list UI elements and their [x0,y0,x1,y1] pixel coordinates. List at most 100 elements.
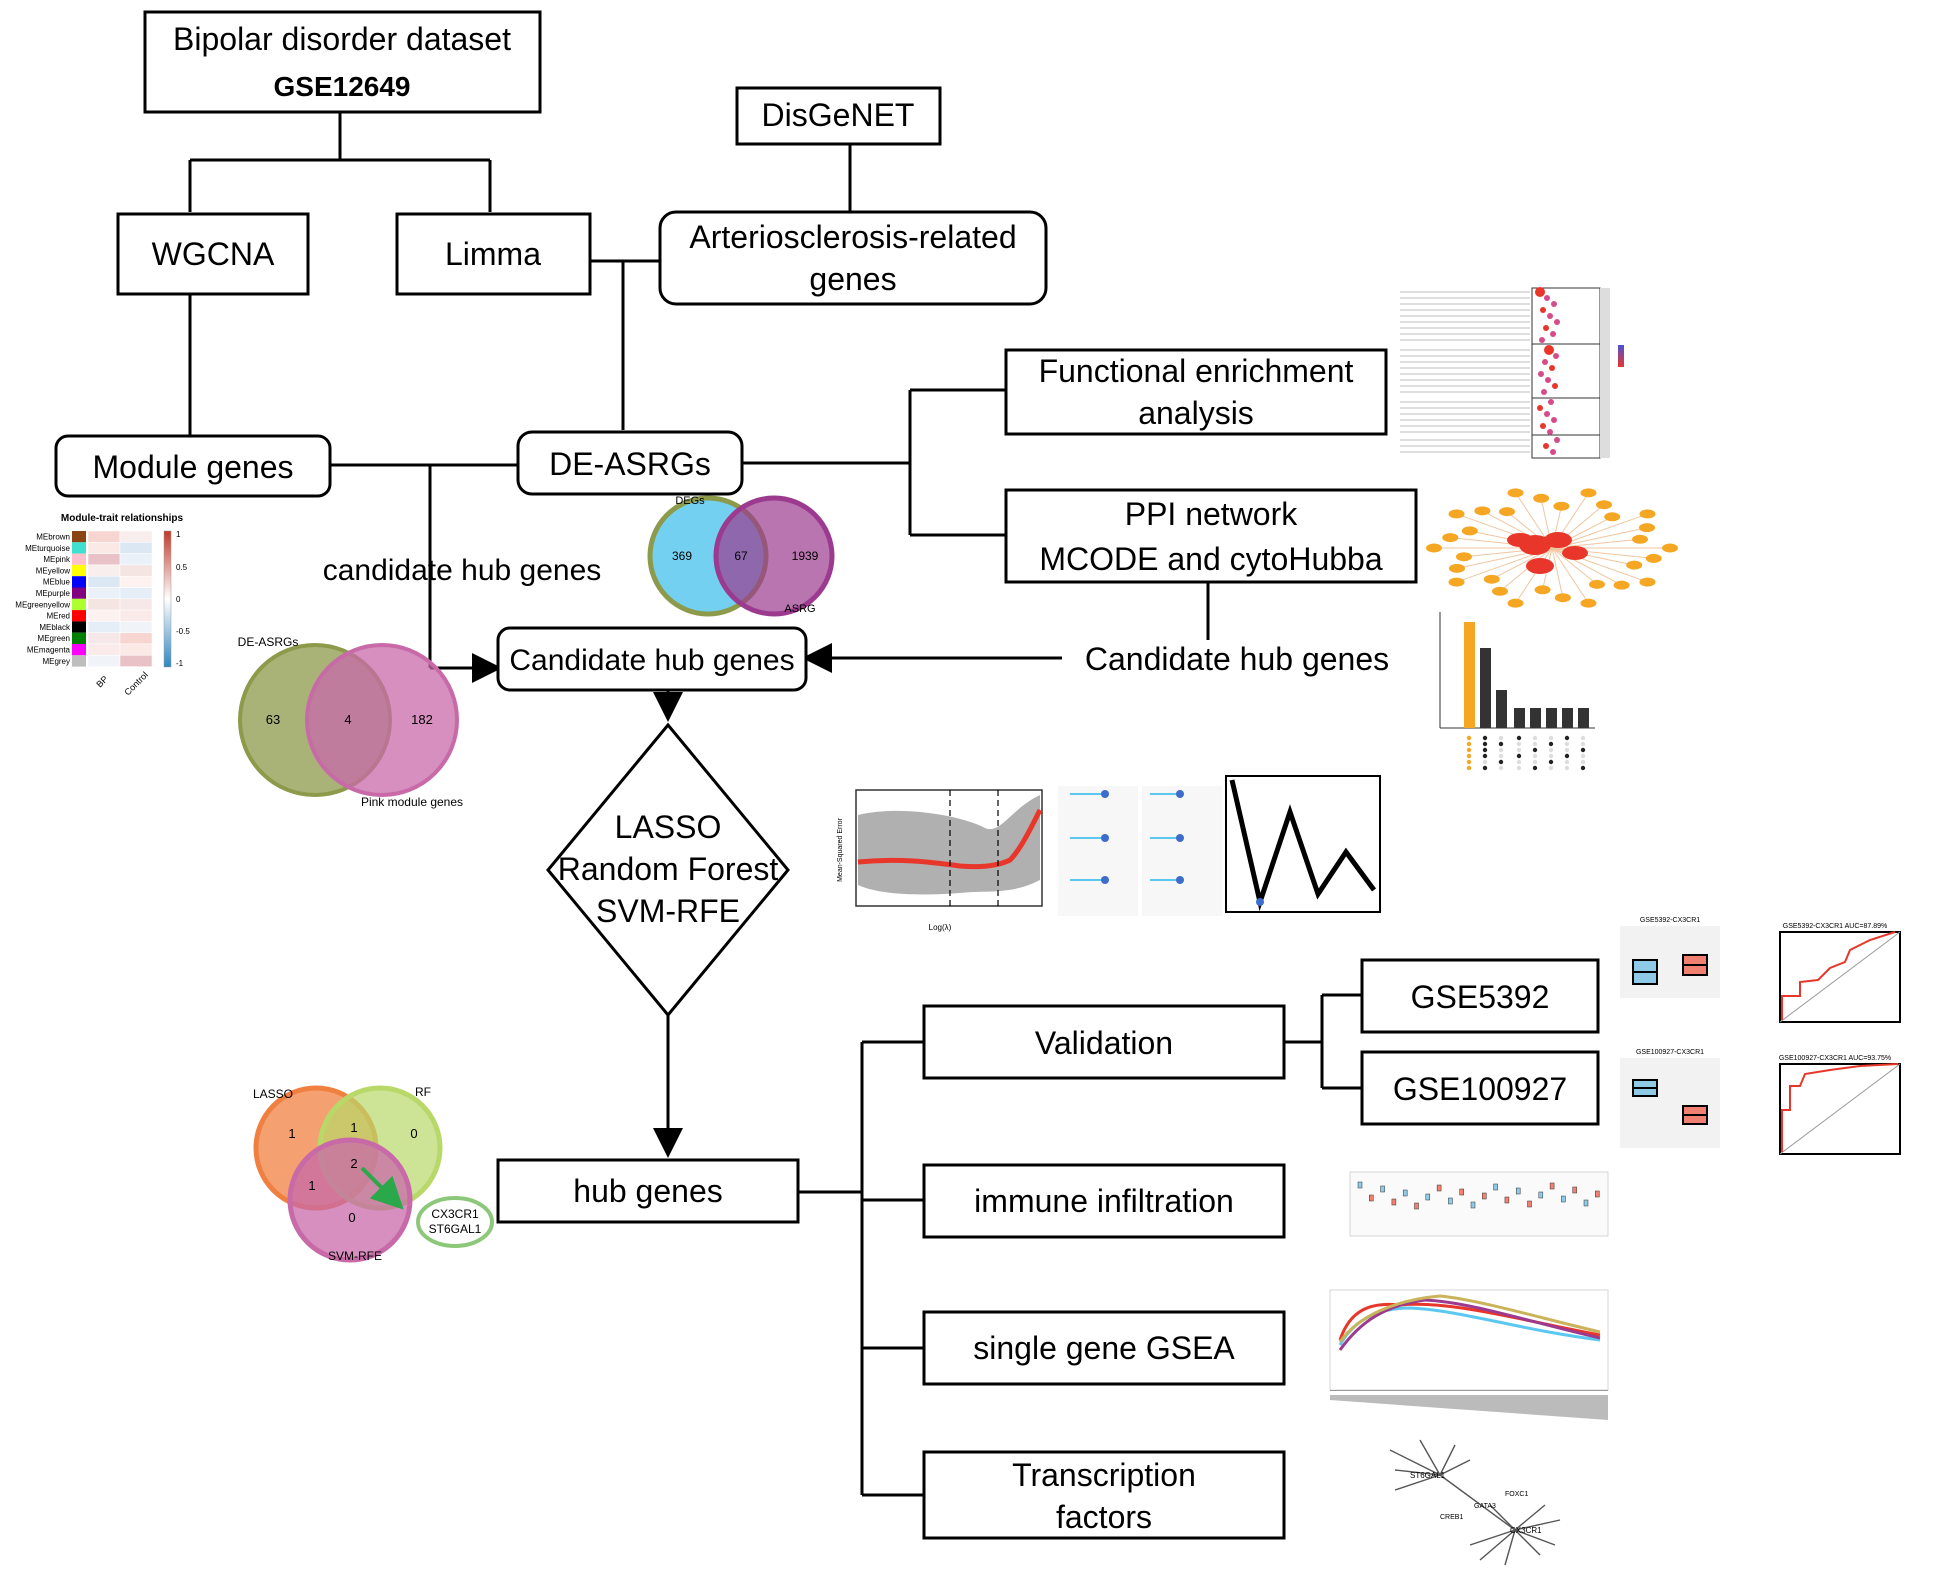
heatmap-cell [119,643,153,656]
svg-text:factors: factors [1056,1499,1152,1535]
enrichment-dot [1542,359,1548,365]
upset-matrix-dot [1516,765,1522,771]
tf-edge [1489,1504,1516,1531]
svg-text:GSE5392-CX3CR1: GSE5392-CX3CR1 [1640,917,1700,924]
tf-edge [1514,1519,1561,1531]
enrichment-dot [1543,325,1549,331]
upset-matrix-dot [1564,759,1570,765]
upset-matrix-dot [1482,741,1488,747]
immune-cell-box [1572,1186,1577,1194]
heatmap-cell [87,587,121,600]
immune-cell-box [1436,1184,1442,1192]
svg-text:LASSO: LASSO [253,1087,293,1101]
heatmap-cell [119,530,153,543]
upset-matrix-dot [1580,747,1586,753]
svg-text:Mean-Squared Error: Mean-Squared Error [837,817,844,881]
enrichment-dot [1554,437,1560,443]
immune-cell-box [1357,1181,1363,1189]
svg-text:RF: RF [415,1085,431,1099]
svg-text:SVM-RFE: SVM-RFE [596,893,740,929]
upset-matrix-dot [1548,765,1554,771]
immune-cell-box [1515,1187,1521,1195]
upset-matrix-dot [1516,759,1522,765]
immune-cell-box [1414,1202,1419,1210]
enrichment-dot [1543,443,1549,449]
immune-cell-box [1549,1182,1555,1190]
ppi-edge [1515,547,1553,604]
upset-matrix-dot [1548,747,1554,753]
ppi-node [1662,543,1678,553]
upset-matrix-dot [1466,747,1472,753]
ppi-node [1639,577,1656,587]
candidate-hub-genes-box: Candidate hub genes [496,626,808,692]
transcription-factors-box: Transcription factors [922,1450,1286,1540]
upset-matrix-dot [1466,735,1472,741]
ppi-node [1613,580,1630,590]
svg-text:MCODE and cytoHubba: MCODE and cytoHubba [1039,541,1382,577]
upset-matrix-dot [1548,753,1554,759]
upset-matrix-dot [1498,741,1504,747]
upset-matrix-dot [1580,765,1586,771]
ppi-hub-node [1544,532,1572,548]
ppi-node [1553,501,1570,511]
tf-edge [1514,1529,1556,1546]
svg-text:Candidate hub genes: Candidate hub genes [509,644,794,677]
ppi-edge [1499,547,1553,592]
svg-text:4: 4 [344,712,351,727]
heatmap-module-label: MEmagenta [27,646,71,655]
gse100927-box: GSE100927 [1360,1050,1600,1126]
rf-importance-plots [1058,786,1222,916]
ppi-node [1589,579,1605,589]
enrichment-dot [1554,319,1560,325]
ppi-node [1499,507,1515,517]
upset-matrix-dot [1498,747,1504,753]
venn-ml-methods: LASSO RF SVM-RFE 1 1 0 2 1 0 0 CX3CR1 ST… [253,1085,494,1263]
ppi-node [1461,526,1478,536]
enrichment-dot [1553,353,1559,359]
svg-text:Log(λ): Log(λ) [929,923,952,932]
svg-text:-0.5: -0.5 [176,627,190,636]
venn-pink-module: DE-ASRGs Pink module genes 63 4 182 [238,635,463,809]
heatmap-module-label: MEbrown [36,533,70,542]
svg-text:CX3CR1: CX3CR1 [1510,1526,1542,1535]
enrichment-dot [1540,423,1546,429]
ppi-node [1580,488,1597,498]
tf-edge [1469,1529,1516,1546]
svg-text:ST6GAL1: ST6GAL1 [1410,1471,1446,1480]
immune-cell-box [1391,1198,1397,1206]
svg-text:Arteriosclerosis-related: Arteriosclerosis-related [689,219,1016,255]
functional-enrichment-box: Functional enrichment analysis [1004,348,1388,436]
validation-roc-gse5392: GSE5392-CX3CR1 AUC=87.89% [1779,923,1901,1023]
heatmap-module-swatch [72,632,86,644]
limma-box: Limma [395,212,592,296]
immune-cell-box [1583,1199,1589,1207]
heatmap-cell [87,598,121,611]
heatmap-module-label: MEpink [43,555,71,564]
upset-matrix-dot [1498,753,1504,759]
heatmap-module-label: MEgrey [42,657,70,666]
upset-matrix-dot [1466,765,1472,771]
heatmap-cell [119,655,153,667]
svg-text:Validation: Validation [1035,1025,1173,1061]
upset-matrix-dot [1532,747,1538,753]
ppi-edge [1551,538,1641,549]
svg-text:1: 1 [176,530,181,539]
ppi-hub-node [1562,546,1588,560]
upset-matrix-dot [1498,735,1504,741]
svg-text:Control: Control [122,670,150,698]
heatmap-module-swatch [72,553,86,565]
dataset-id: GSE12649 [274,71,411,102]
candidate-left-label: candidate hub genes [323,554,602,587]
ppi-node [1507,598,1524,608]
upset-matrix-dot [1482,747,1488,753]
tf-edge [1479,1529,1516,1561]
ppi-node [1604,512,1621,522]
heatmap-module-swatch [72,564,86,577]
de-asrgs-box: DE-ASRGs [516,430,744,496]
heatmap-module-label: MEgreenyellow [15,600,70,609]
validation-roc-gse100927: GSE100927-CX3CR1 AUC=93.75% [1779,1055,1901,1155]
immune-cell-box [1448,1197,1453,1205]
upset-matrix-dot [1548,735,1554,741]
heatmap-cell [87,655,121,667]
